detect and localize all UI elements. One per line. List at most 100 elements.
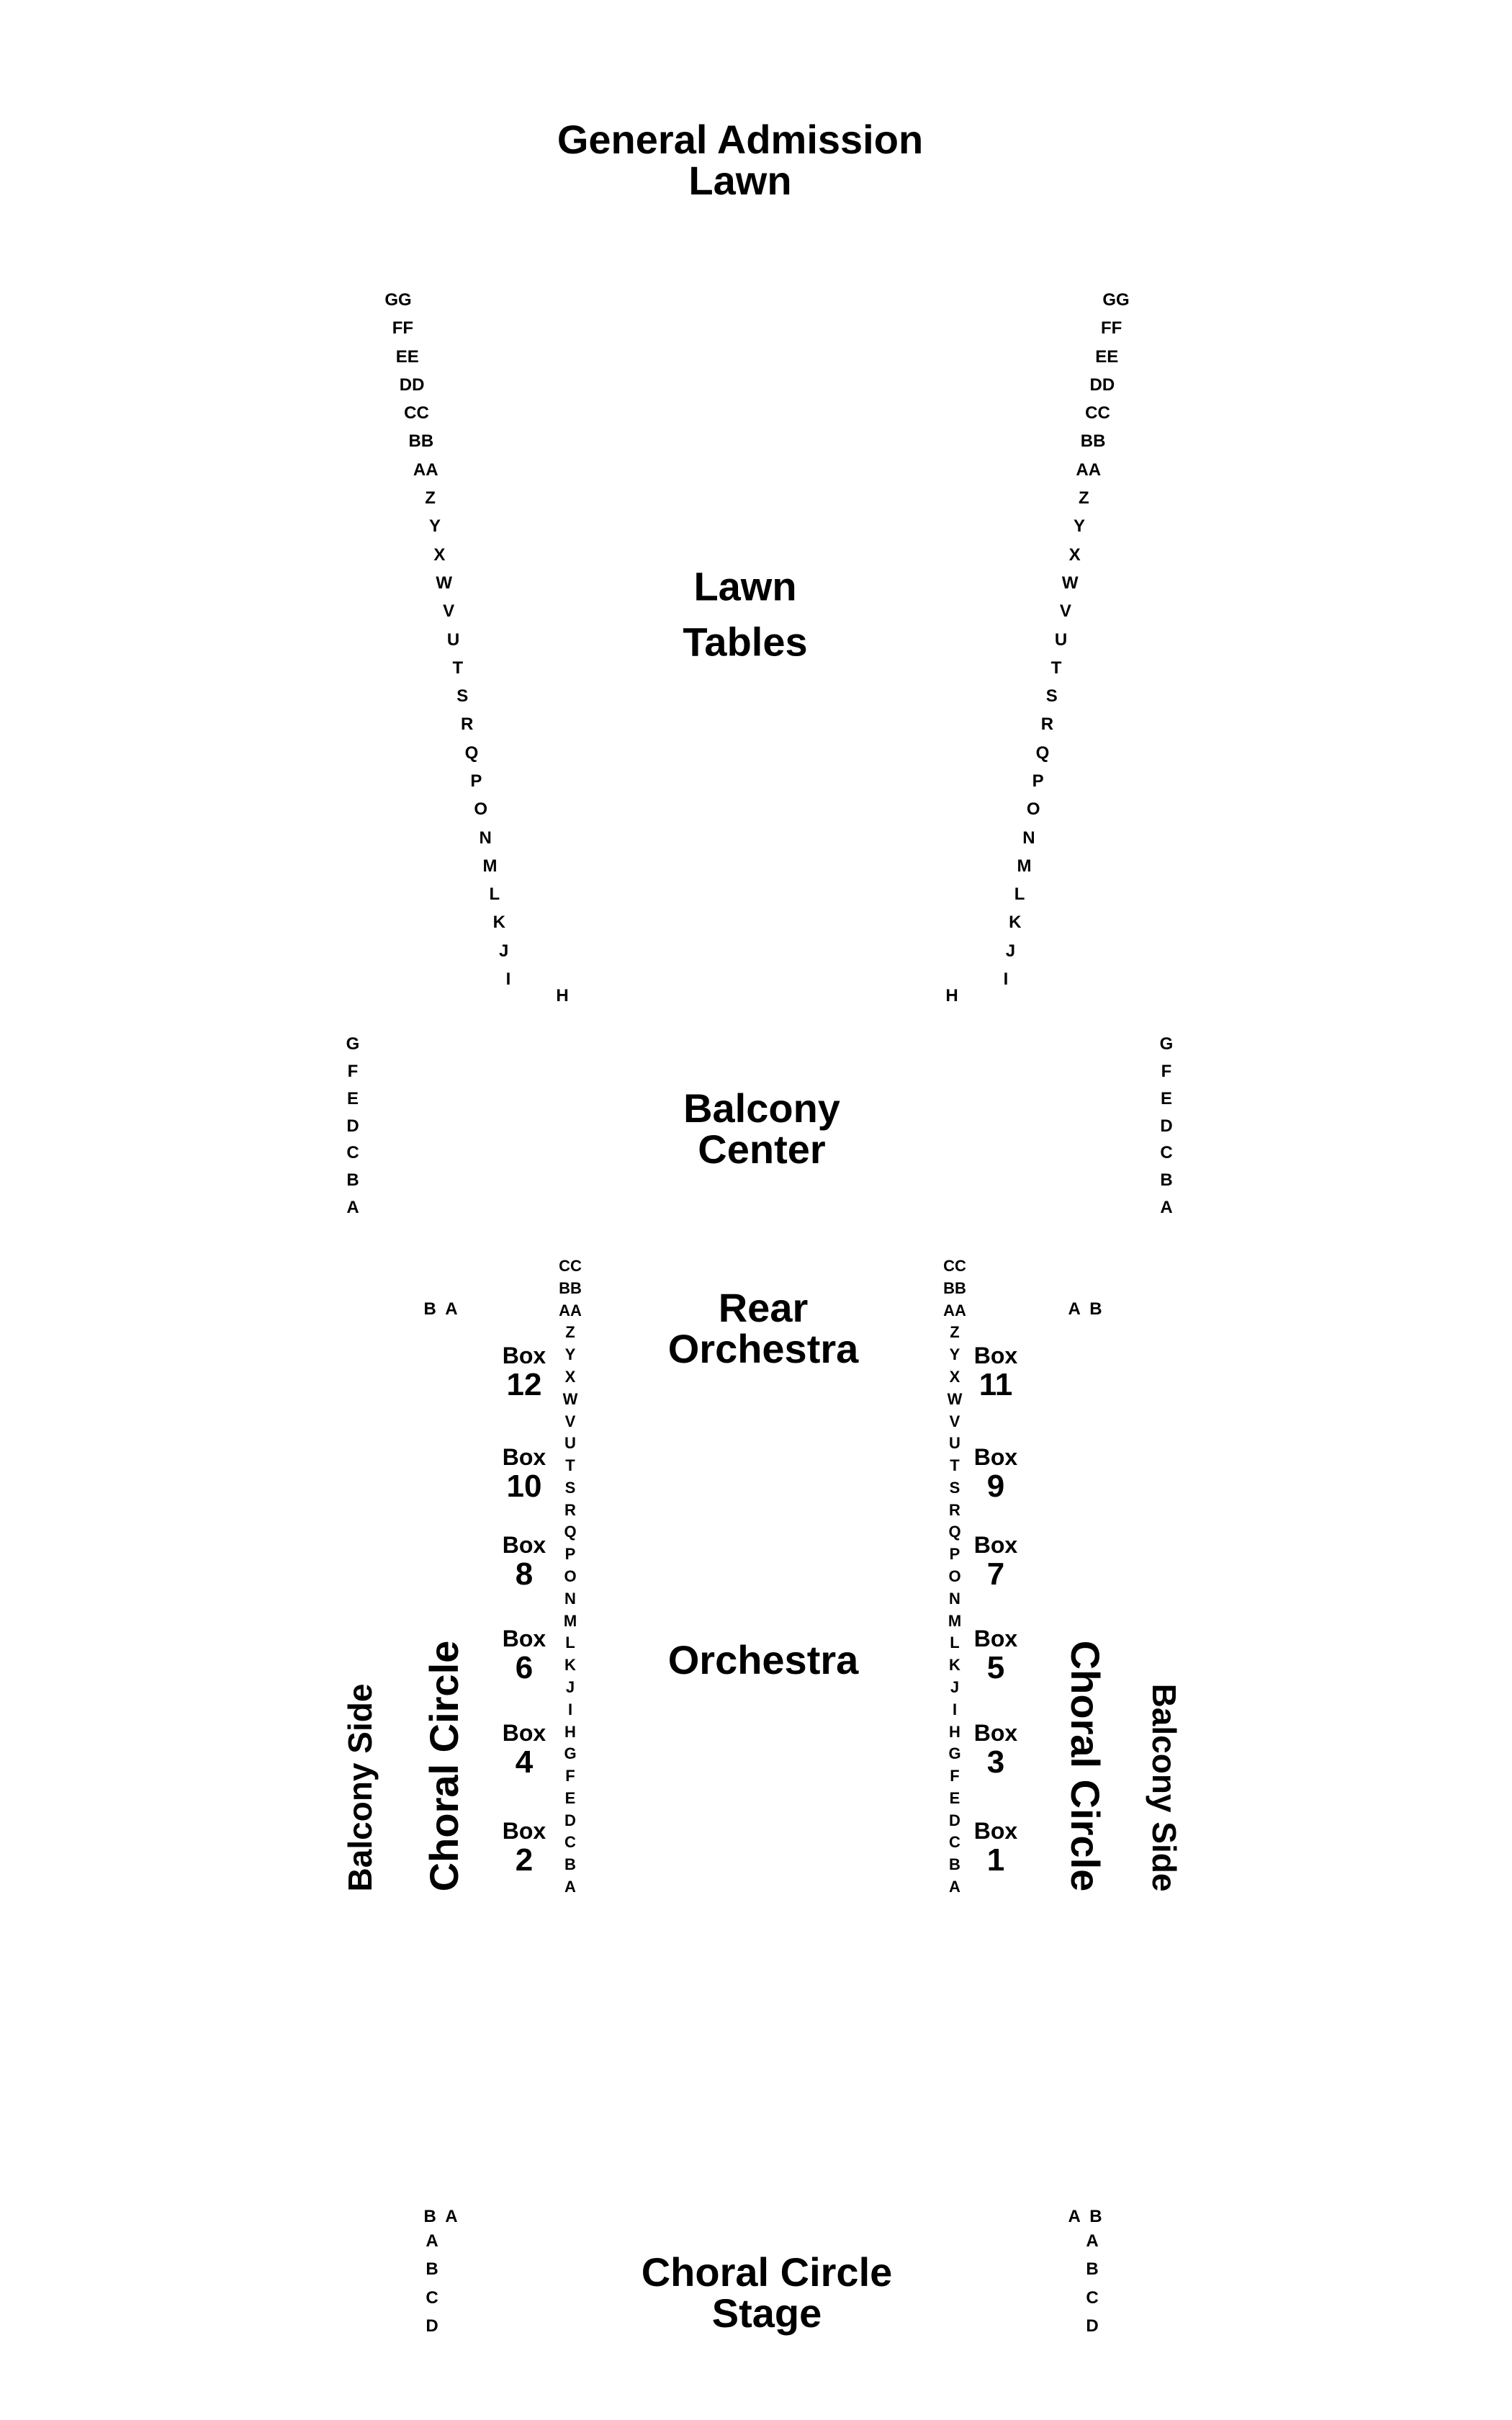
box-number: 2: [515, 1842, 534, 1878]
lawn-row-left-y: Y: [428, 516, 441, 537]
lawn-row-h-left: H: [556, 986, 569, 1005]
orchestra-row-right-m: M: [948, 1611, 962, 1630]
lawn-row-right-ee: EE: [1095, 346, 1119, 367]
lawn-row-left-aa: AA: [413, 460, 438, 480]
balcony-center-row-right-g: G: [1159, 1034, 1174, 1054]
box-number: 1: [986, 1842, 1005, 1878]
orchestra-row-left-l: L: [565, 1634, 575, 1652]
balcony-side-left-label: Balcony Side: [341, 1683, 379, 1892]
orchestra-row-left-w: W: [562, 1389, 578, 1408]
box-word: Box: [973, 1720, 1018, 1747]
balcony-center-row-left-e: E: [346, 1088, 359, 1108]
lawn-row-right-j: J: [1005, 941, 1016, 961]
balcony-center-row-left-d: D: [346, 1116, 359, 1136]
orchestra-row-right-c: C: [949, 1833, 960, 1852]
orchestra-row-left-a: A: [564, 1878, 576, 1896]
lawn-row-right-aa: AA: [1076, 460, 1102, 480]
orchestra-row-left-v: V: [564, 1412, 576, 1430]
stage-row-right-b: B: [1086, 2259, 1099, 2280]
box-word: Box: [502, 1444, 546, 1471]
balcony-center-row-right-c: C: [1160, 1143, 1173, 1163]
stage-row-left-b: B: [426, 2259, 438, 2280]
lawn-row-right-bb: BB: [1080, 431, 1106, 452]
orchestra-row-right-h: H: [949, 1722, 960, 1741]
general-admission-lawn-label: General Admission Lawn: [557, 116, 924, 203]
balcony-center-row-right-b: B: [1160, 1170, 1173, 1191]
orchestra-row-right-s: S: [949, 1478, 960, 1497]
stage-rows-left-top: B A: [423, 2207, 458, 2226]
orchestra-row-right-f: F: [950, 1767, 960, 1785]
orchestra-row-left-i: I: [567, 1700, 573, 1718]
lawn-row-left-cc: CC: [404, 403, 429, 424]
lawn-row-right-s: S: [1045, 686, 1058, 707]
balcony-center-row-right-a: A: [1160, 1198, 1173, 1217]
box-number: 4: [515, 1744, 534, 1780]
orchestra-row-right-u: U: [949, 1434, 960, 1453]
orchestra-row-left-n: N: [564, 1589, 576, 1608]
box-word: Box: [973, 1343, 1018, 1369]
box-number: 6: [515, 1649, 534, 1685]
orchestra-row-right-q: Q: [948, 1523, 961, 1541]
orchestra-row-right-g: G: [948, 1744, 961, 1763]
orchestra-row-left-f: F: [565, 1767, 575, 1785]
orchestra-row-right-b: B: [949, 1855, 960, 1874]
stage-row-left-d: D: [426, 2316, 438, 2336]
orchestra-row-right-t: T: [950, 1456, 960, 1475]
box-number: 12: [506, 1366, 542, 1402]
box-number: 9: [986, 1468, 1005, 1504]
orchestra-row-left-q: Q: [564, 1523, 577, 1541]
lawn-row-left-dd: DD: [399, 375, 425, 395]
lawn-row-right-v: V: [1059, 601, 1071, 622]
stage-row-left-a: A: [426, 2231, 438, 2251]
orchestra-row-left-e: E: [564, 1788, 576, 1807]
stage-row-right-a: A: [1086, 2231, 1099, 2251]
choral-circle-left-label: Choral Circle: [421, 1640, 467, 1892]
orchestra-row-right-x: X: [949, 1367, 960, 1386]
balcony-side-right-label: Balcony Side: [1146, 1683, 1183, 1892]
lawn-row-right-k: K: [1009, 913, 1022, 933]
orchestra-row-left-bb: BB: [559, 1278, 582, 1297]
box-word: Box: [973, 1532, 1018, 1559]
orchestra-row-left-r: R: [564, 1500, 576, 1519]
orchestra-row-left-m: M: [563, 1611, 577, 1630]
box-word: Box: [502, 1343, 546, 1369]
orchestra-row-right-bb: BB: [943, 1278, 966, 1297]
orchestra-row-right-k: K: [949, 1656, 960, 1675]
choral-circle-stage-label: Choral Circle Stage: [641, 2249, 893, 2336]
stage-row-right-d: D: [1086, 2316, 1099, 2336]
lawn-row-right-n: N: [1022, 828, 1035, 848]
lawn-row-left-q: Q: [464, 743, 479, 763]
stage-row-left-c: C: [426, 2287, 438, 2308]
orchestra-row-left-k: K: [564, 1656, 576, 1675]
orchestra-row-left-d: D: [564, 1811, 576, 1829]
box-word: Box: [973, 1818, 1018, 1845]
lawn-row-left-n: N: [479, 828, 492, 848]
lawn-row-left-gg: GG: [384, 290, 412, 310]
box-word: Box: [973, 1626, 1018, 1652]
orchestra-row-right-d: D: [949, 1811, 960, 1829]
lawn-row-right-z: Z: [1079, 488, 1089, 508]
stage-row-right-c: C: [1086, 2287, 1099, 2308]
orchestra-row-left-j: J: [565, 1677, 575, 1696]
lawn-row-left-o: O: [474, 799, 488, 820]
balcony-center-row-left-g: G: [346, 1034, 360, 1054]
balcony-center-row-right-f: F: [1161, 1061, 1172, 1081]
box-word: Box: [502, 1626, 546, 1652]
lawn-row-left-ee: EE: [395, 346, 419, 367]
box-number: 11: [978, 1366, 1013, 1402]
orchestra-row-left-x: X: [564, 1367, 576, 1386]
balcony-center-label: Balcony Center: [683, 1085, 840, 1172]
lawn-row-right-l: L: [1014, 884, 1025, 905]
lawn-row-left-z: Z: [425, 488, 436, 508]
lawn-row-right-o: O: [1026, 799, 1040, 820]
box-number: 8: [515, 1556, 534, 1592]
lawn-row-right-t: T: [1050, 658, 1062, 678]
orchestra-row-left-y: Y: [564, 1345, 576, 1364]
